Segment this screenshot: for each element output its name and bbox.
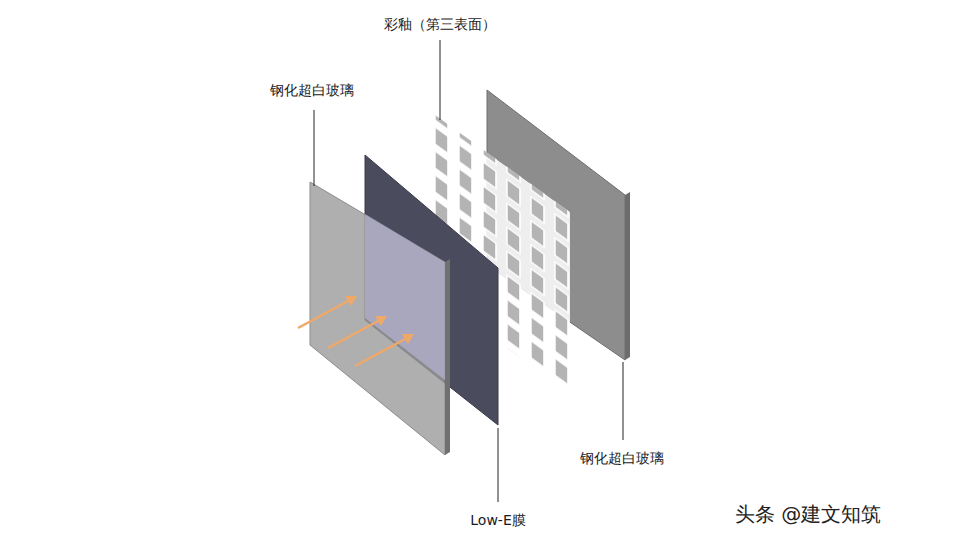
part-label: Low-E膜 [468, 512, 527, 529]
part-label: 钢化超白玻璃 [268, 82, 356, 99]
watermark: 头条 @建文知筑 [733, 502, 883, 526]
part-label: 钢化超白玻璃 [578, 450, 666, 467]
back-glass-edge [625, 192, 630, 360]
front-glass [310, 182, 445, 455]
front-glass-edge [445, 259, 450, 455]
light-arrows [298, 296, 414, 366]
part-label: 彩釉（第三表面） [382, 16, 498, 33]
leader-lines [314, 40, 623, 502]
